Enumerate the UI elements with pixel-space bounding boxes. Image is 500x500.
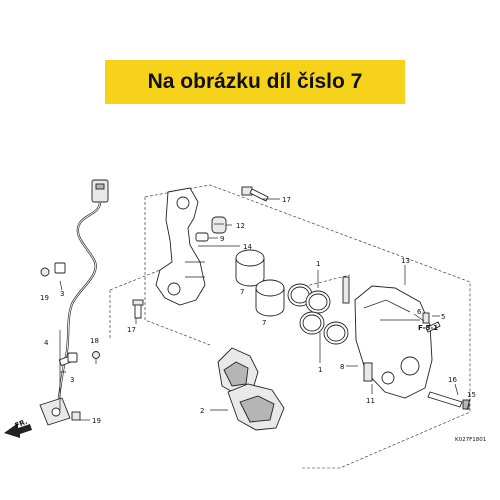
callout-1-bottom: 1 <box>318 366 322 374</box>
pin-boot <box>195 216 227 242</box>
callout-5: 5 <box>441 313 445 321</box>
callout-19-lower: 19 <box>92 417 101 425</box>
callout-6: 6 <box>417 308 422 316</box>
part-number-banner: Na obrázku díl číslo 7 <box>105 60 405 104</box>
callout-13: 13 <box>401 257 410 265</box>
callout-11: 11 <box>366 397 375 405</box>
leader-lines <box>59 198 471 421</box>
callout-12: 12 <box>236 222 245 230</box>
callout-2: 2 <box>200 407 204 415</box>
drawing-code: K027F1801 <box>455 437 486 443</box>
callout-17-left: 17 <box>127 326 136 334</box>
caliper-body <box>342 276 433 399</box>
callout-7-lower: 7 <box>262 319 266 327</box>
caliper-bracket <box>155 187 206 306</box>
connector-plug <box>91 179 109 203</box>
piston-seals <box>287 283 349 345</box>
callout-8: 8 <box>340 363 344 371</box>
callout-1-top: 1 <box>316 260 320 268</box>
bolts <box>71 299 144 421</box>
callout-14: 14 <box>243 243 252 251</box>
callout-9: 9 <box>220 235 224 243</box>
ref-f-5-1: F-5-1 <box>418 324 438 332</box>
callout-19-upper: 19 <box>40 294 49 302</box>
callout-7-upper: 7 <box>240 288 244 296</box>
clamp-parts <box>40 262 100 364</box>
front-direction-arrow: FR. <box>4 418 32 438</box>
bleeder-valve <box>422 312 441 333</box>
callout-18: 18 <box>90 337 99 345</box>
banner-text: Na obrázku díl číslo 7 <box>147 70 363 93</box>
connector-latch <box>95 183 105 190</box>
caliper-pistons <box>235 249 285 317</box>
callout-4: 4 <box>44 339 49 347</box>
brake-pads <box>217 347 285 431</box>
callout-16: 16 <box>448 376 457 384</box>
callout-15: 15 <box>467 391 476 399</box>
callout-3-lower: 3 <box>70 376 74 384</box>
callout-17-top: 17 <box>282 196 291 204</box>
callout-3-upper: 3 <box>60 290 64 298</box>
callout-numbers: 17 12 9 14 1 13 7 7 5 6 F-5-1 1 8 11 16 … <box>40 196 476 425</box>
speed-sensor-harness <box>39 179 109 426</box>
slide-pin <box>427 391 470 410</box>
bolt-top <box>241 186 269 202</box>
